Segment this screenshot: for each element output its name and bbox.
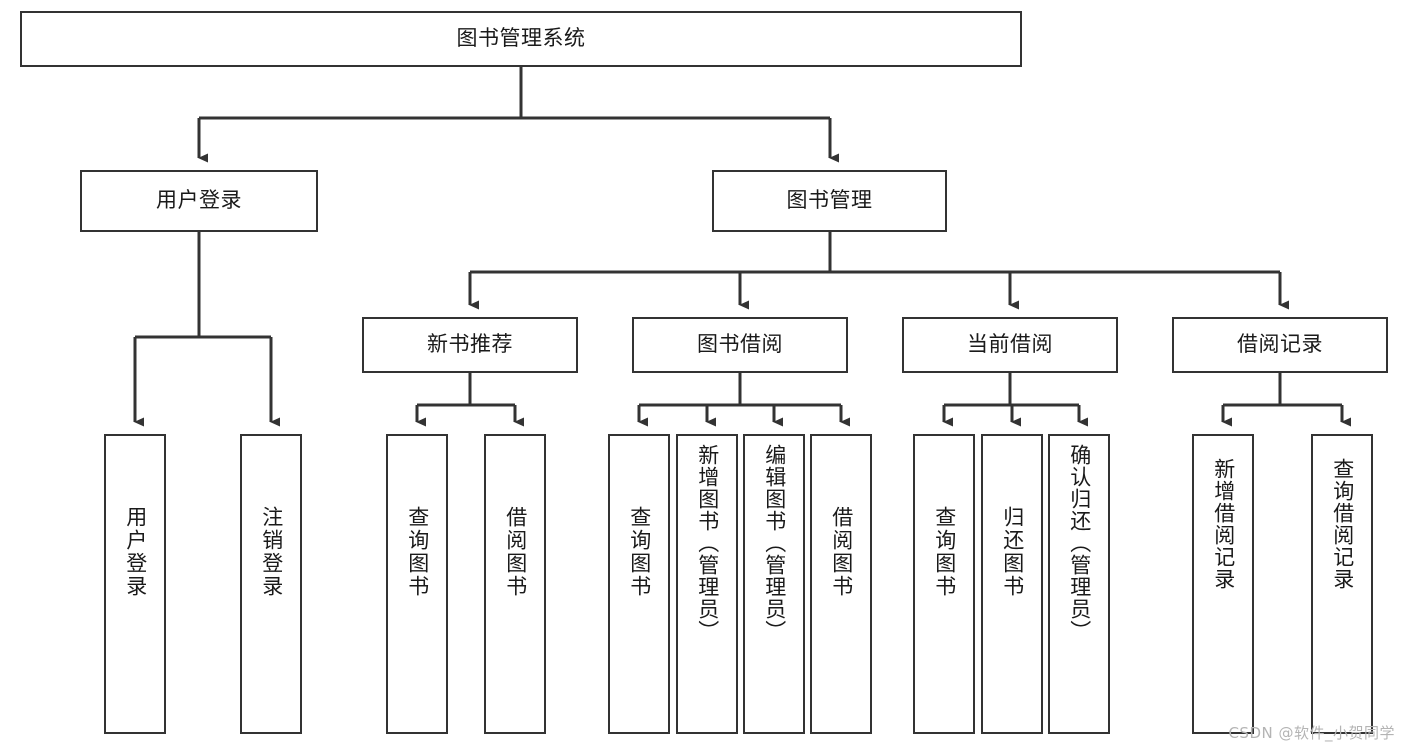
- node-leaf-query-book-1-label: 查询图书: [405, 506, 430, 598]
- node-leaf-add-record-label: 新增借阅记录: [1211, 458, 1236, 590]
- node-leaf-add-book[interactable]: 新增图书（管理员）: [676, 434, 738, 734]
- node-leaf-logout-label: 注销登录: [259, 506, 284, 598]
- node-leaf-logout[interactable]: 注销登录: [240, 434, 302, 734]
- node-book-management-label: 图书管理: [786, 188, 873, 213]
- node-borrow-record-label: 借阅记录: [1237, 332, 1323, 357]
- node-user-login-label: 用户登录: [156, 188, 242, 213]
- node-user-login[interactable]: 用户登录: [80, 170, 318, 232]
- node-leaf-borrow-book-2[interactable]: 借阅图书: [810, 434, 872, 734]
- node-new-book-recommend-label: 新书推荐: [427, 332, 513, 357]
- node-leaf-query-book-2-label: 查询图书: [627, 506, 652, 598]
- node-leaf-edit-book[interactable]: 编辑图书（管理员）: [743, 434, 805, 734]
- node-book-borrow[interactable]: 图书借阅: [632, 317, 848, 373]
- node-leaf-borrow-book-1[interactable]: 借阅图书: [484, 434, 546, 734]
- node-leaf-confirm-return-label: 确认归还（管理员）: [1067, 444, 1092, 642]
- node-leaf-user-login[interactable]: 用户登录: [104, 434, 166, 734]
- node-leaf-return-book[interactable]: 归还图书: [981, 434, 1043, 734]
- node-leaf-query-record[interactable]: 查询借阅记录: [1311, 434, 1373, 734]
- node-leaf-edit-book-label: 编辑图书（管理员）: [762, 444, 787, 642]
- node-leaf-query-book-3[interactable]: 查询图书: [913, 434, 975, 734]
- node-leaf-query-book-3-label: 查询图书: [932, 506, 957, 598]
- node-leaf-query-book-2[interactable]: 查询图书: [608, 434, 670, 734]
- node-book-management[interactable]: 图书管理: [712, 170, 947, 232]
- node-root-label: 图书管理系统: [456, 26, 586, 51]
- node-leaf-add-record[interactable]: 新增借阅记录: [1192, 434, 1254, 734]
- node-leaf-query-book-1[interactable]: 查询图书: [386, 434, 448, 734]
- node-leaf-query-record-label: 查询借阅记录: [1330, 458, 1355, 590]
- node-root[interactable]: 图书管理系统: [20, 11, 1022, 67]
- node-leaf-borrow-book-2-label: 借阅图书: [829, 506, 854, 598]
- node-leaf-add-book-label: 新增图书（管理员）: [695, 444, 720, 642]
- node-current-borrow[interactable]: 当前借阅: [902, 317, 1118, 373]
- node-leaf-borrow-book-1-label: 借阅图书: [503, 506, 528, 598]
- node-current-borrow-label: 当前借阅: [967, 332, 1053, 357]
- node-leaf-confirm-return[interactable]: 确认归还（管理员）: [1048, 434, 1110, 734]
- node-book-borrow-label: 图书借阅: [697, 332, 783, 357]
- node-new-book-recommend[interactable]: 新书推荐: [362, 317, 578, 373]
- node-leaf-user-login-label: 用户登录: [123, 506, 148, 598]
- csdn-watermark: CSDN @软件_小贺同学: [1228, 724, 1395, 742]
- node-leaf-return-book-label: 归还图书: [1000, 506, 1025, 598]
- node-borrow-record[interactable]: 借阅记录: [1172, 317, 1388, 373]
